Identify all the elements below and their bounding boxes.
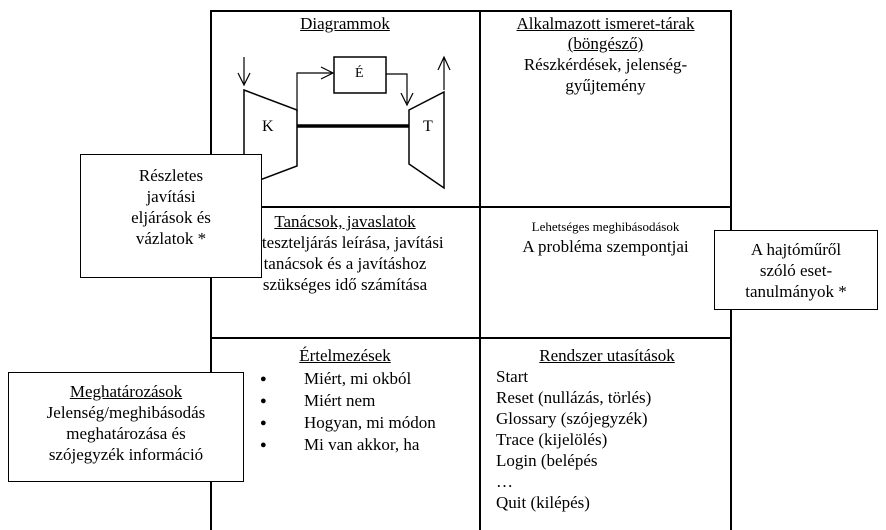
definitions-title: Meghatározások — [69, 382, 183, 401]
cell-interpretations: Értelmezések Miért, mi okból Miért nem H… — [212, 346, 478, 456]
side-box-line: Részletes — [138, 166, 204, 185]
advice-line-3: szükséges idő számítása — [262, 275, 428, 294]
knowledge-base-body-1: Részkérdések, jelenség- — [523, 55, 688, 74]
cell-system-commands: Rendszer utasítások Start Reset (nullázá… — [496, 346, 728, 513]
knowledge-base-title-2: (böngésző) — [567, 34, 644, 53]
side-box-definitions: Meghatározások Jelenség/meghibásodás meg… — [8, 372, 244, 482]
command-item: … — [496, 472, 513, 491]
cell-advice: Tanácsok, javaslatok A teszteljárás leír… — [212, 212, 478, 295]
side-box-line: Jelenség/meghibásodás — [46, 403, 206, 422]
interpretations-list: Miért, mi okból Miért nem Hogyan, mi mód… — [260, 368, 478, 456]
command-item: Trace (kijelölés) — [496, 430, 608, 449]
side-box-line: szójegyzék információ — [48, 445, 204, 464]
grid-center-vertical — [479, 10, 481, 530]
advice-line-2: tanácsok és a javításhoz — [263, 254, 427, 273]
knowledge-base-body-2: gyűjtemény — [565, 76, 646, 95]
command-item: Start — [496, 367, 529, 386]
side-box-line: szóló eset- — [759, 261, 833, 280]
command-item: Reset (nullázás, törlés) — [496, 388, 652, 407]
turbine-label: T — [423, 118, 433, 135]
list-item: Mi van akkor, ha — [260, 434, 478, 456]
side-box-line: vázlatok * — [135, 229, 207, 248]
diagrams-title: Diagrammok — [300, 14, 390, 33]
grid-row-divider-2 — [210, 337, 731, 339]
failures-body: A probléma szempontjai — [522, 237, 689, 256]
advice-line-1: A teszteljárás leírása, javítási — [246, 233, 444, 252]
side-box-line: javítási — [146, 187, 196, 206]
command-item: Login (belépés — [496, 451, 598, 470]
grid-outer-top — [210, 10, 731, 12]
exchanger-label: É — [355, 66, 364, 81]
interpretations-title: Értelmezések — [299, 346, 391, 365]
side-box-line: tanulmányok * — [745, 282, 847, 301]
grid-row-divider-1 — [210, 206, 731, 208]
compressor-label: K — [262, 118, 274, 135]
knowledge-base-title-1: Alkalmazott ismeret-tárak — [516, 14, 695, 33]
side-box-repair-procedures: Részletes javítási eljárások és vázlatok… — [80, 154, 262, 278]
side-box-line: A hajtóműről — [750, 240, 842, 259]
side-box-line: eljárások és — [131, 208, 211, 227]
command-item: Glossary (szójegyzék) — [496, 409, 648, 428]
cell-knowledge-base: Alkalmazott ismeret-tárak (böngésző) Rés… — [482, 14, 729, 96]
cell-diagrams: Diagrammok — [212, 14, 478, 204]
list-item: Hogyan, mi módon — [260, 412, 478, 434]
cell-failures: Lehetséges meghibásodások A probléma sze… — [482, 218, 729, 257]
side-box-case-studies: A hajtóműről szóló eset- tanulmányok * — [714, 230, 878, 310]
command-item: Quit (kilépés) — [496, 493, 590, 512]
list-item: Miért, mi okból — [260, 368, 478, 390]
list-item: Miért nem — [260, 390, 478, 412]
advice-title: Tanácsok, javaslatok — [274, 212, 416, 231]
failures-title: Lehetséges meghibásodások — [531, 219, 680, 234]
side-box-line: meghatározása és — [66, 424, 186, 443]
system-commands-title: Rendszer utasítások — [539, 346, 675, 365]
